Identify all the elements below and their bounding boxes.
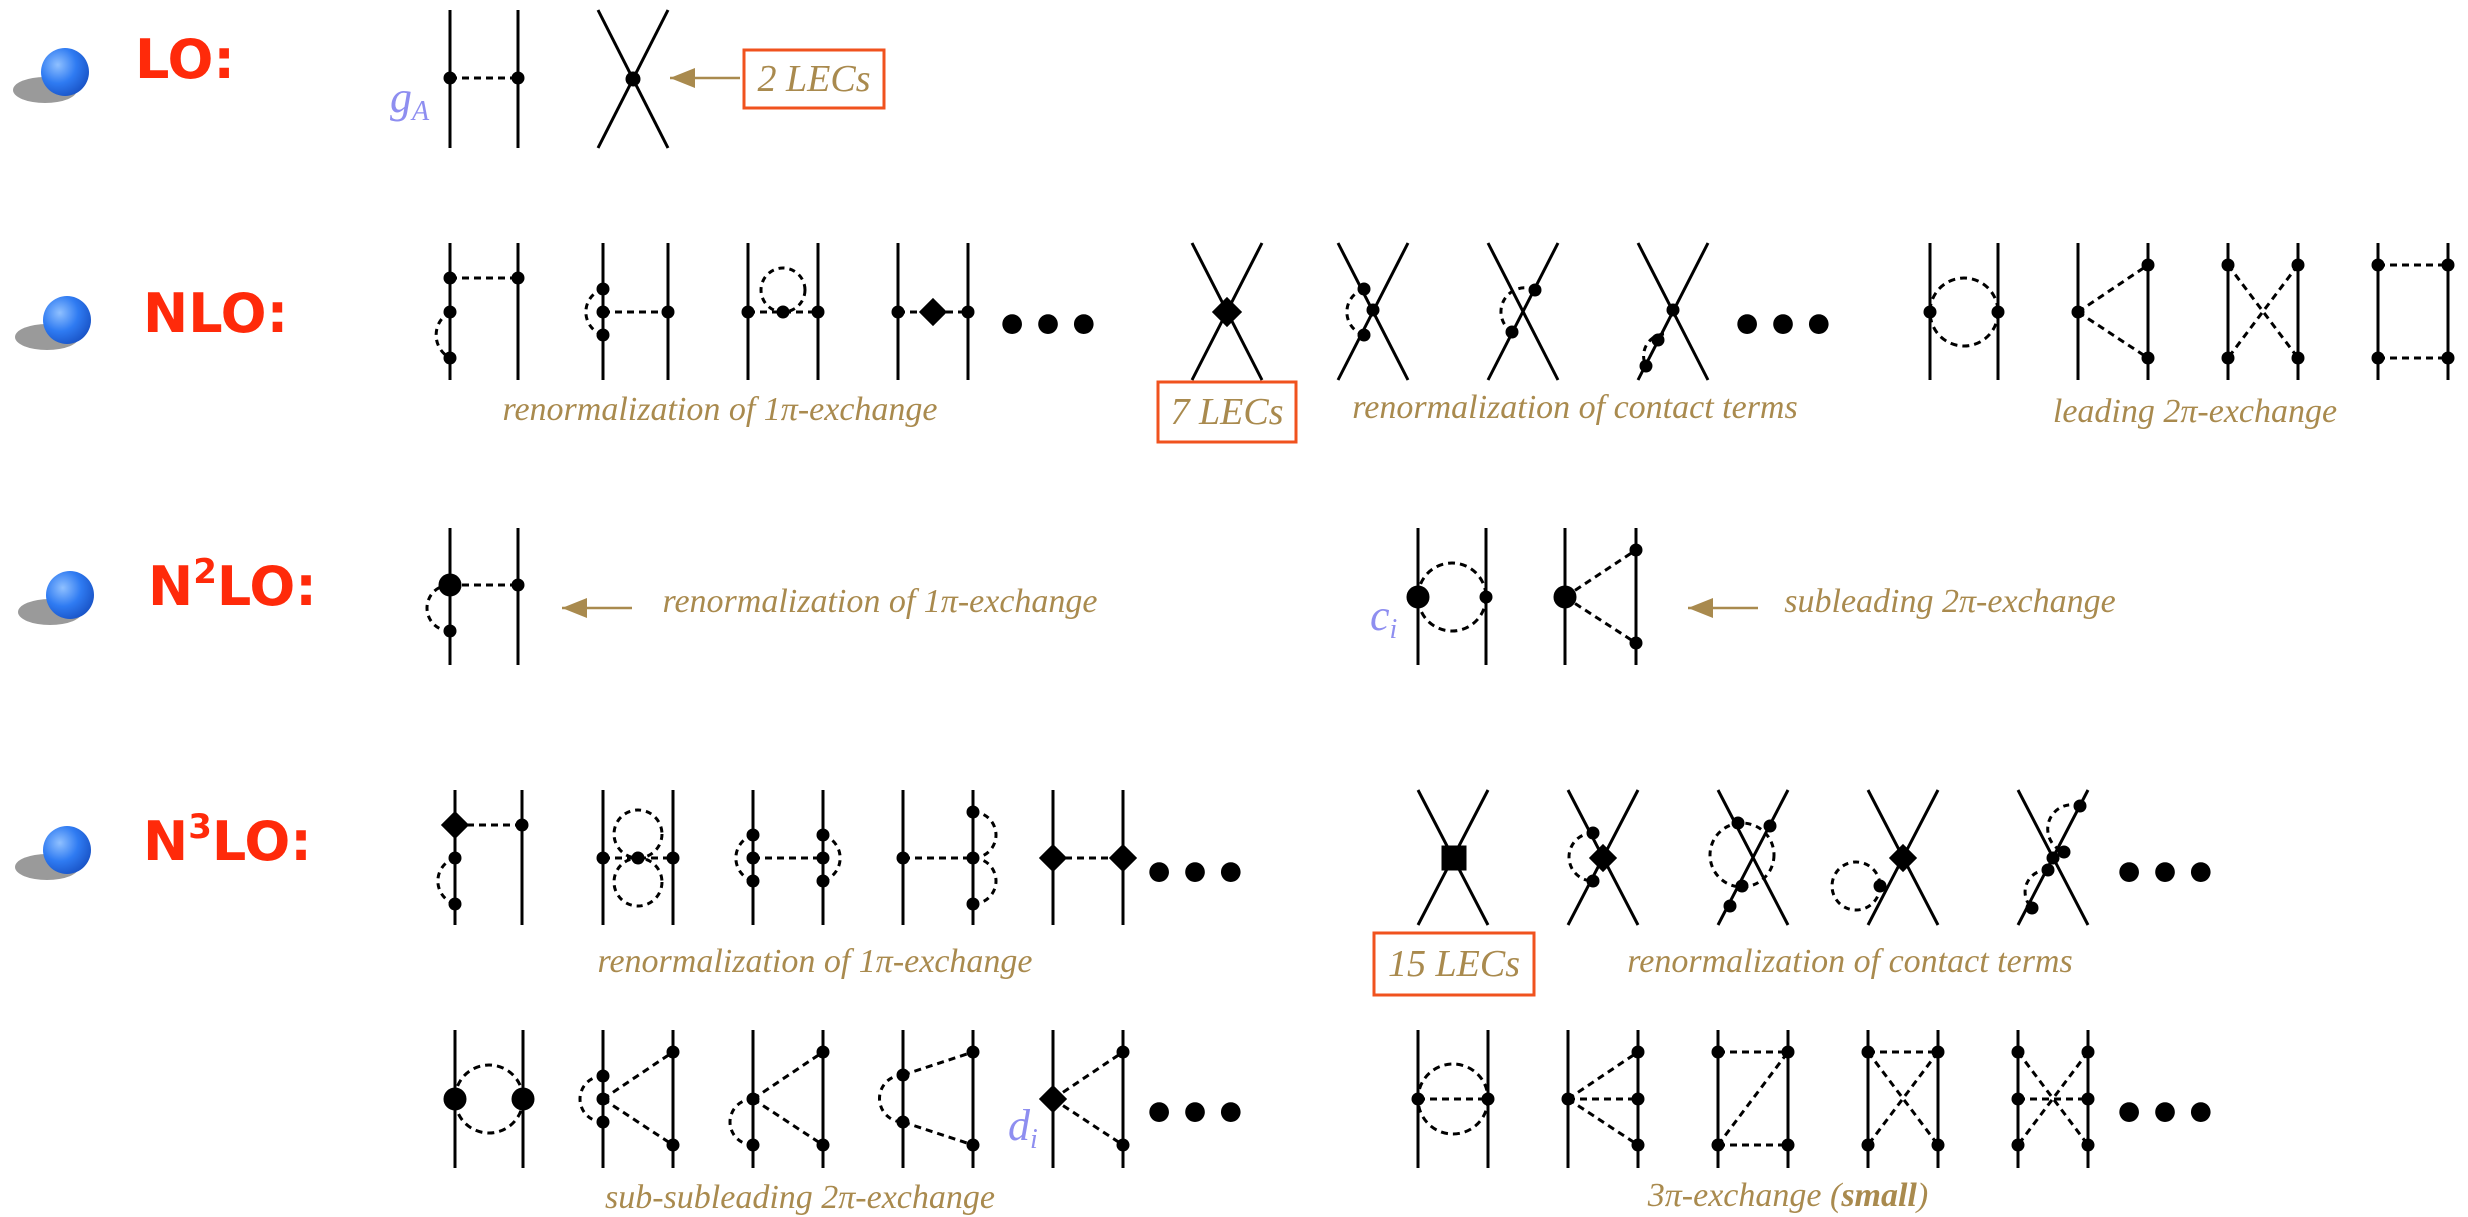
caption-n3lo-subsubleading-2pi: sub-subleading 2π-exchange: [605, 1179, 995, 1216]
diagram-n3lo-3pi-d: [1861, 1030, 1945, 1168]
bullet-nlo-icon: [15, 296, 91, 350]
lec-box-lo: 2 LECs: [742, 48, 886, 110]
caption-n3lo-renorm-contact: renormalization of contact terms: [1627, 943, 2072, 980]
ellipsis-n3lo-1: •••: [1141, 842, 1248, 907]
diagram-n3lo-contact-c: [1708, 789, 1790, 926]
ellipsis-n3lo-3: •••: [1141, 1082, 1248, 1147]
diagram-nlo-1pi-c: [741, 243, 825, 380]
diagram-lo-1pi: [443, 10, 525, 148]
ellipsis-n3lo-2: •••: [2111, 842, 2218, 907]
ellipsis-n3lo-4: •••: [2111, 1082, 2218, 1147]
caption-n3lo-renorm-1pi: renormalization of 1π-exchange: [597, 943, 1032, 980]
svg-text:15 LECs: 15 LECs: [1388, 943, 1520, 985]
diagram-n3lo-contact-e: [2016, 789, 2090, 926]
diagram-nlo-2pi-c: [2221, 243, 2305, 380]
diagram-n2lo-1pi: [425, 528, 525, 665]
diagram-nlo-1pi-d: [891, 243, 975, 380]
order-label-n2lo: N2LO:: [148, 552, 317, 618]
diagram-n3lo-1pi-b: [596, 790, 680, 925]
diagram-nlo-contact-c: [1486, 242, 1560, 381]
diagram-n3lo-1pi-c: [734, 790, 842, 925]
diagram-nlo-contact-b: [1336, 242, 1410, 381]
lec-box-nlo: 7 LECs: [1156, 380, 1298, 444]
diagram-n3lo-2pi-d: [878, 1030, 980, 1168]
caption-nlo-renorm-contact: renormalization of contact terms: [1352, 389, 1797, 426]
lec-box-n3lo: 15 LECs: [1372, 931, 1536, 997]
diagram-nlo-1pi-a: [434, 243, 525, 380]
ellipsis-nlo-2: •••: [1729, 294, 1836, 359]
coupling-ga: gA: [390, 73, 430, 127]
diagram-n3lo-1pi-a: [436, 790, 529, 925]
diagram-n3lo-2pi-e: [1038, 1030, 1130, 1168]
bullet-n3lo-icon: [15, 826, 91, 880]
diagram-nlo-contact-d: [1636, 242, 1710, 381]
diagram-n3lo-3pi-e: [2011, 1030, 2095, 1168]
order-label-lo: LO:: [135, 28, 235, 91]
bullet-n2lo-icon: [18, 571, 94, 625]
order-label-nlo: NLO:: [143, 282, 288, 345]
caption-n2lo-subleading-2pi: subleading 2π-exchange: [1784, 583, 2115, 620]
diagram-n2lo-2pi-a: [1406, 528, 1493, 665]
caption-nlo-leading-2pi: leading 2π-exchange: [2053, 393, 2337, 430]
order-label-n3lo: N3LO:: [143, 807, 312, 873]
coupling-di: di: [1008, 1101, 1038, 1155]
diagram-n3lo-2pi-b: [578, 1030, 680, 1168]
svg-text:7 LECs: 7 LECs: [1171, 391, 1284, 433]
diagram-n3lo-3pi-b: [1561, 1030, 1645, 1168]
diagram-n3lo-2pi-c: [728, 1030, 830, 1168]
caption-nlo-renorm-1pi: renormalization of 1π-exchange: [502, 391, 937, 428]
diagram-n3lo-1pi-d: [896, 790, 998, 925]
ellipsis-nlo-1: •••: [994, 294, 1101, 359]
bullet-lo-icon: [13, 48, 89, 103]
diagram-nlo-1pi-b: [584, 243, 675, 380]
coupling-ci: ci: [1370, 591, 1397, 645]
diagram-n3lo-1pi-e: [1038, 790, 1138, 925]
diagram-n3lo-2pi-a: [443, 1030, 535, 1168]
diagram-lo-contact: [596, 9, 670, 149]
diagram-n3lo-contact-d: [1830, 789, 1940, 926]
diagram-n3lo-3pi-c: [1711, 1030, 1795, 1168]
diagram-nlo-2pi-b: [2071, 243, 2155, 380]
caption-n3lo-3pi: 3π-exchange (small): [1647, 1177, 1928, 1214]
diagram-nlo-2pi-a: [1923, 243, 2005, 380]
diagram-n3lo-contact-a: [1416, 789, 1490, 926]
diagram-nlo-2pi-d: [2371, 243, 2455, 380]
diagram-n3lo-3pi-a: [1411, 1030, 1495, 1168]
caption-n2lo-renorm-1pi: renormalization of 1π-exchange: [662, 583, 1097, 620]
diagram-n3lo-contact-b: [1566, 789, 1640, 926]
diagram-n2lo-2pi-b: [1553, 528, 1643, 665]
svg-text:2 LECs: 2 LECs: [758, 58, 871, 100]
diagram-nlo-contact-a: [1190, 242, 1264, 381]
